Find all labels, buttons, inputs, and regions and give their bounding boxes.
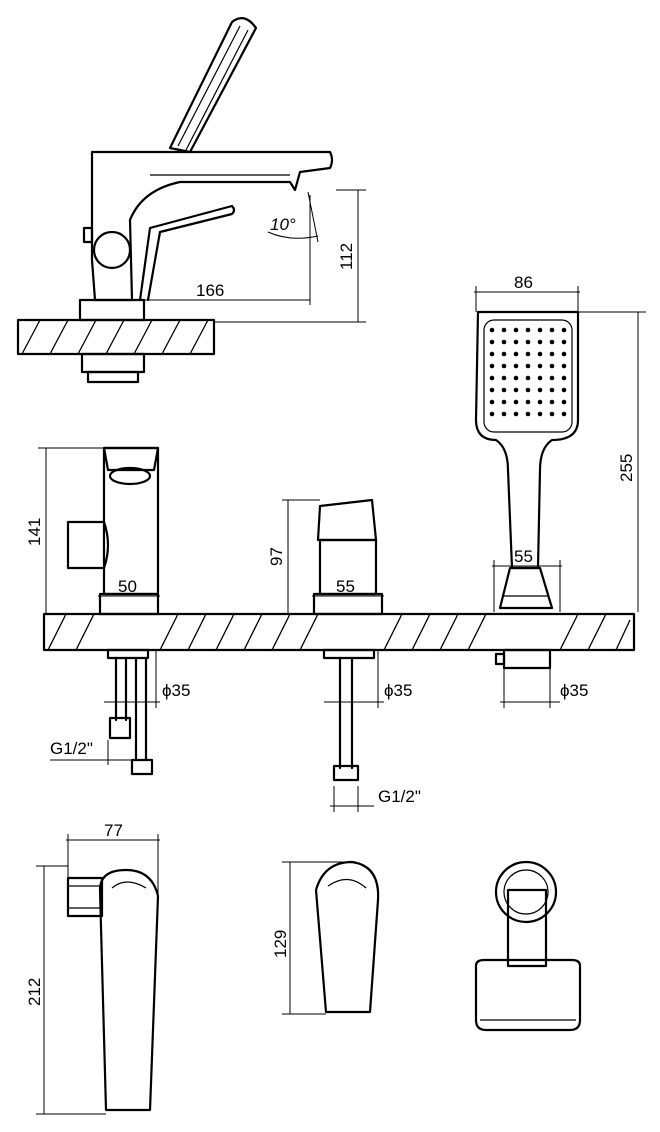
deck-row-view: 141 50 ϕ35 G1/2" 97 55 ϕ35 G1/2 — [25, 446, 636, 812]
dim-left-height: 141 — [25, 518, 44, 546]
dim-top-view-width: 77 — [104, 821, 123, 840]
dim-handle-top-length: 129 — [271, 930, 290, 958]
hand-shower-head — [474, 310, 580, 570]
spout-side-view: 166 112 10° — [16, 17, 366, 384]
deck-slab-middle — [42, 612, 636, 652]
center-valve-handle — [316, 498, 378, 542]
spray-nozzles — [489, 327, 567, 417]
dim-spout-height: 112 — [337, 243, 356, 270]
dim-spout-reach: 166 — [196, 281, 224, 300]
dim-right-diameter: ϕ35 — [560, 681, 588, 700]
hand-shower-front-view: 86 255 55 — [474, 273, 646, 612]
thread-center: G1/2" — [378, 787, 421, 806]
dim-center-height: 97 — [267, 547, 286, 566]
dim-center-diameter: ϕ35 — [384, 681, 412, 700]
spout-top-view — [98, 868, 160, 1112]
dim-left-diameter: ϕ35 — [162, 681, 190, 700]
thread-left: G1/2" — [50, 739, 93, 758]
dim-tilt-angle: 10° — [270, 215, 296, 234]
dim-hand-shower-width: 86 — [514, 273, 533, 292]
handle-top-view — [314, 860, 380, 1014]
hand-shower-holder — [498, 566, 554, 610]
dim-left-base: 50 — [118, 577, 137, 596]
spout-lever — [138, 204, 236, 302]
spout-body — [90, 150, 334, 302]
dim-hand-shower-length: 255 — [617, 454, 636, 482]
dim-hand-shower-base: 55 — [514, 547, 533, 566]
top-views: 77 212 129 — [25, 821, 582, 1115]
deck-slab-top — [16, 318, 216, 356]
hand-shower-top-view — [474, 958, 582, 1032]
left-valve-handle — [66, 520, 110, 570]
dim-center-base: 55 — [336, 577, 355, 596]
handshower-diagonal — [168, 17, 258, 154]
diverter-knob — [92, 230, 132, 270]
dim-top-view-length: 212 — [25, 978, 44, 1006]
holder-ring — [494, 860, 558, 924]
